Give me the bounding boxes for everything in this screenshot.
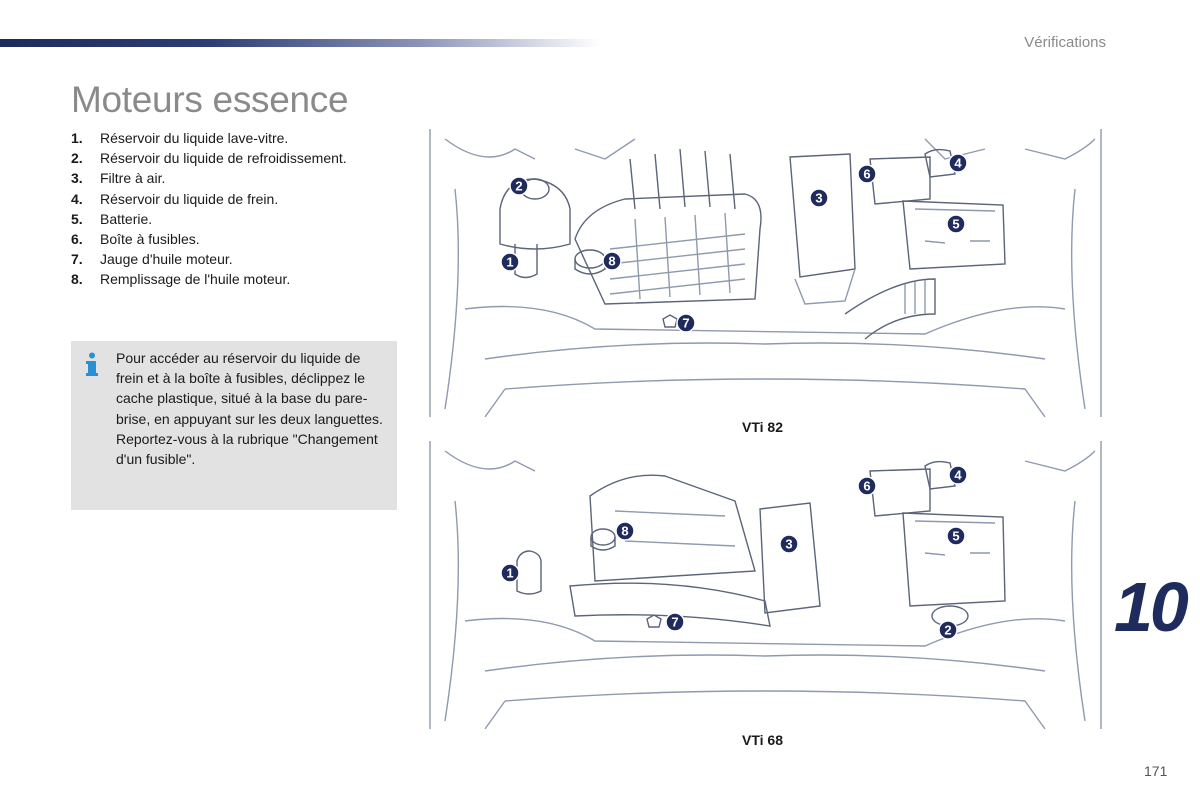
marker-label: 7 (671, 615, 678, 630)
component-legend: 1. Réservoir du liquide lave-vitre. 2. Rés… (71, 128, 391, 290)
info-paragraph: Reportez-vous à la rubrique "Changement … (116, 430, 378, 468)
marker-label: 2 (515, 179, 522, 194)
legend-number: 6. (71, 231, 83, 248)
legend-item: 7. Jauge d'huile moteur. (71, 249, 391, 269)
legend-number: 2. (71, 150, 83, 167)
marker-badge-7: 7 (676, 313, 696, 333)
header-accent-bar (0, 39, 600, 47)
legend-label: Réservoir du liquide lave-vitre. (100, 130, 289, 146)
marker-label: 8 (621, 524, 628, 539)
chapter-number: 10 (1114, 568, 1189, 646)
fuse-box (869, 156, 931, 205)
legend-number: 3. (71, 170, 83, 187)
diagram-caption-vti82: VTi 82 (742, 419, 783, 435)
info-icon (86, 352, 98, 376)
section-header: Vérifications (1024, 34, 1106, 51)
battery (902, 200, 1006, 270)
intake-duct (569, 582, 771, 627)
legend-label: Remplissage de l'huile moteur. (100, 271, 291, 288)
diagram-caption-vti68: VTi 68 (742, 732, 783, 748)
marker-label: 1 (506, 566, 513, 581)
marker-badge-2: 2 (938, 620, 958, 640)
marker-badge-5: 5 (946, 526, 966, 546)
oil-filler-cap (590, 528, 616, 551)
legend-label: Réservoir du liquide de frein. (100, 190, 279, 207)
marker-badge-8: 8 (615, 521, 635, 541)
marker-label: 6 (863, 479, 870, 494)
legend-number: 1. (71, 130, 83, 146)
air-filter-housing (789, 153, 856, 305)
fuse-box (869, 468, 931, 517)
oil-dipstick (646, 614, 662, 628)
marker-badge-7: 7 (665, 612, 685, 632)
air-filter-housing (759, 502, 821, 614)
legend-number: 4. (71, 190, 83, 207)
marker-badge-5: 5 (946, 214, 966, 234)
marker-badge-6: 6 (857, 476, 877, 496)
marker-badge-8: 8 (602, 251, 622, 271)
legend-label: Jauge d'huile moteur. (100, 251, 233, 268)
marker-label: 8 (608, 254, 615, 269)
oil-dipstick (662, 314, 678, 328)
legend-item: 6. Boîte à fusibles. (71, 229, 391, 249)
legend-label: Boîte à fusibles. (100, 231, 200, 248)
info-text: Pour accéder au réservoir du liquide de … (116, 348, 387, 469)
marker-label: 5 (952, 217, 959, 232)
marker-badge-4: 4 (948, 465, 968, 485)
legend-number: 5. (71, 210, 83, 227)
marker-badge-1: 1 (500, 252, 520, 272)
legend-label: Filtre à air. (100, 170, 166, 187)
marker-label: 3 (815, 191, 822, 206)
legend-item: 1. Réservoir du liquide lave-vitre. (71, 128, 391, 148)
engine-diagram-vti68: 1 2 3 4 5 6 7 8 (429, 441, 1102, 729)
legend-number: 7. (71, 251, 83, 268)
engine-bay-outline (429, 129, 1102, 417)
page-number: 171 (1144, 763, 1168, 779)
legend-item: 8. Remplissage de l'huile moteur. (71, 269, 391, 289)
legend-item: 4. Réservoir du liquide de frein. (71, 189, 391, 209)
marker-label: 3 (785, 537, 792, 552)
marker-badge-2: 2 (509, 176, 529, 196)
marker-label: 4 (954, 156, 962, 171)
marker-label: 7 (682, 316, 689, 331)
washer-reservoir (514, 244, 538, 279)
info-paragraph: Pour accéder au réservoir du liquide de … (116, 350, 383, 427)
info-note-box: Pour accéder au réservoir du liquide de … (71, 341, 397, 510)
engine-bay-outline (429, 441, 1102, 729)
legend-item: 5. Batterie. (71, 209, 391, 229)
marker-label: 2 (944, 623, 951, 638)
legend-item: 2. Réservoir du liquide de refroidissemen… (71, 148, 391, 168)
marker-label: 6 (863, 167, 870, 182)
legend-item: 3. Filtre à air. (71, 168, 391, 188)
legend-number: 8. (71, 271, 83, 288)
page-title: Moteurs essence (71, 79, 349, 120)
washer-reservoir (516, 550, 542, 595)
engine-diagram-vti82: 1 2 3 4 5 6 7 8 (429, 129, 1102, 417)
marker-label: 4 (954, 468, 962, 483)
intake-hose (844, 278, 936, 340)
marker-badge-3: 3 (809, 188, 829, 208)
marker-badge-3: 3 (779, 534, 799, 554)
marker-label: 5 (952, 529, 959, 544)
marker-label: 1 (506, 255, 513, 270)
marker-badge-4: 4 (948, 153, 968, 173)
legend-label: Batterie. (100, 210, 153, 227)
engine-block (574, 148, 762, 305)
battery (902, 512, 1006, 607)
engine-cover (589, 474, 756, 582)
marker-badge-1: 1 (500, 563, 520, 583)
marker-badge-6: 6 (857, 164, 877, 184)
legend-label: Réservoir du liquide de refroidissement. (100, 150, 347, 167)
